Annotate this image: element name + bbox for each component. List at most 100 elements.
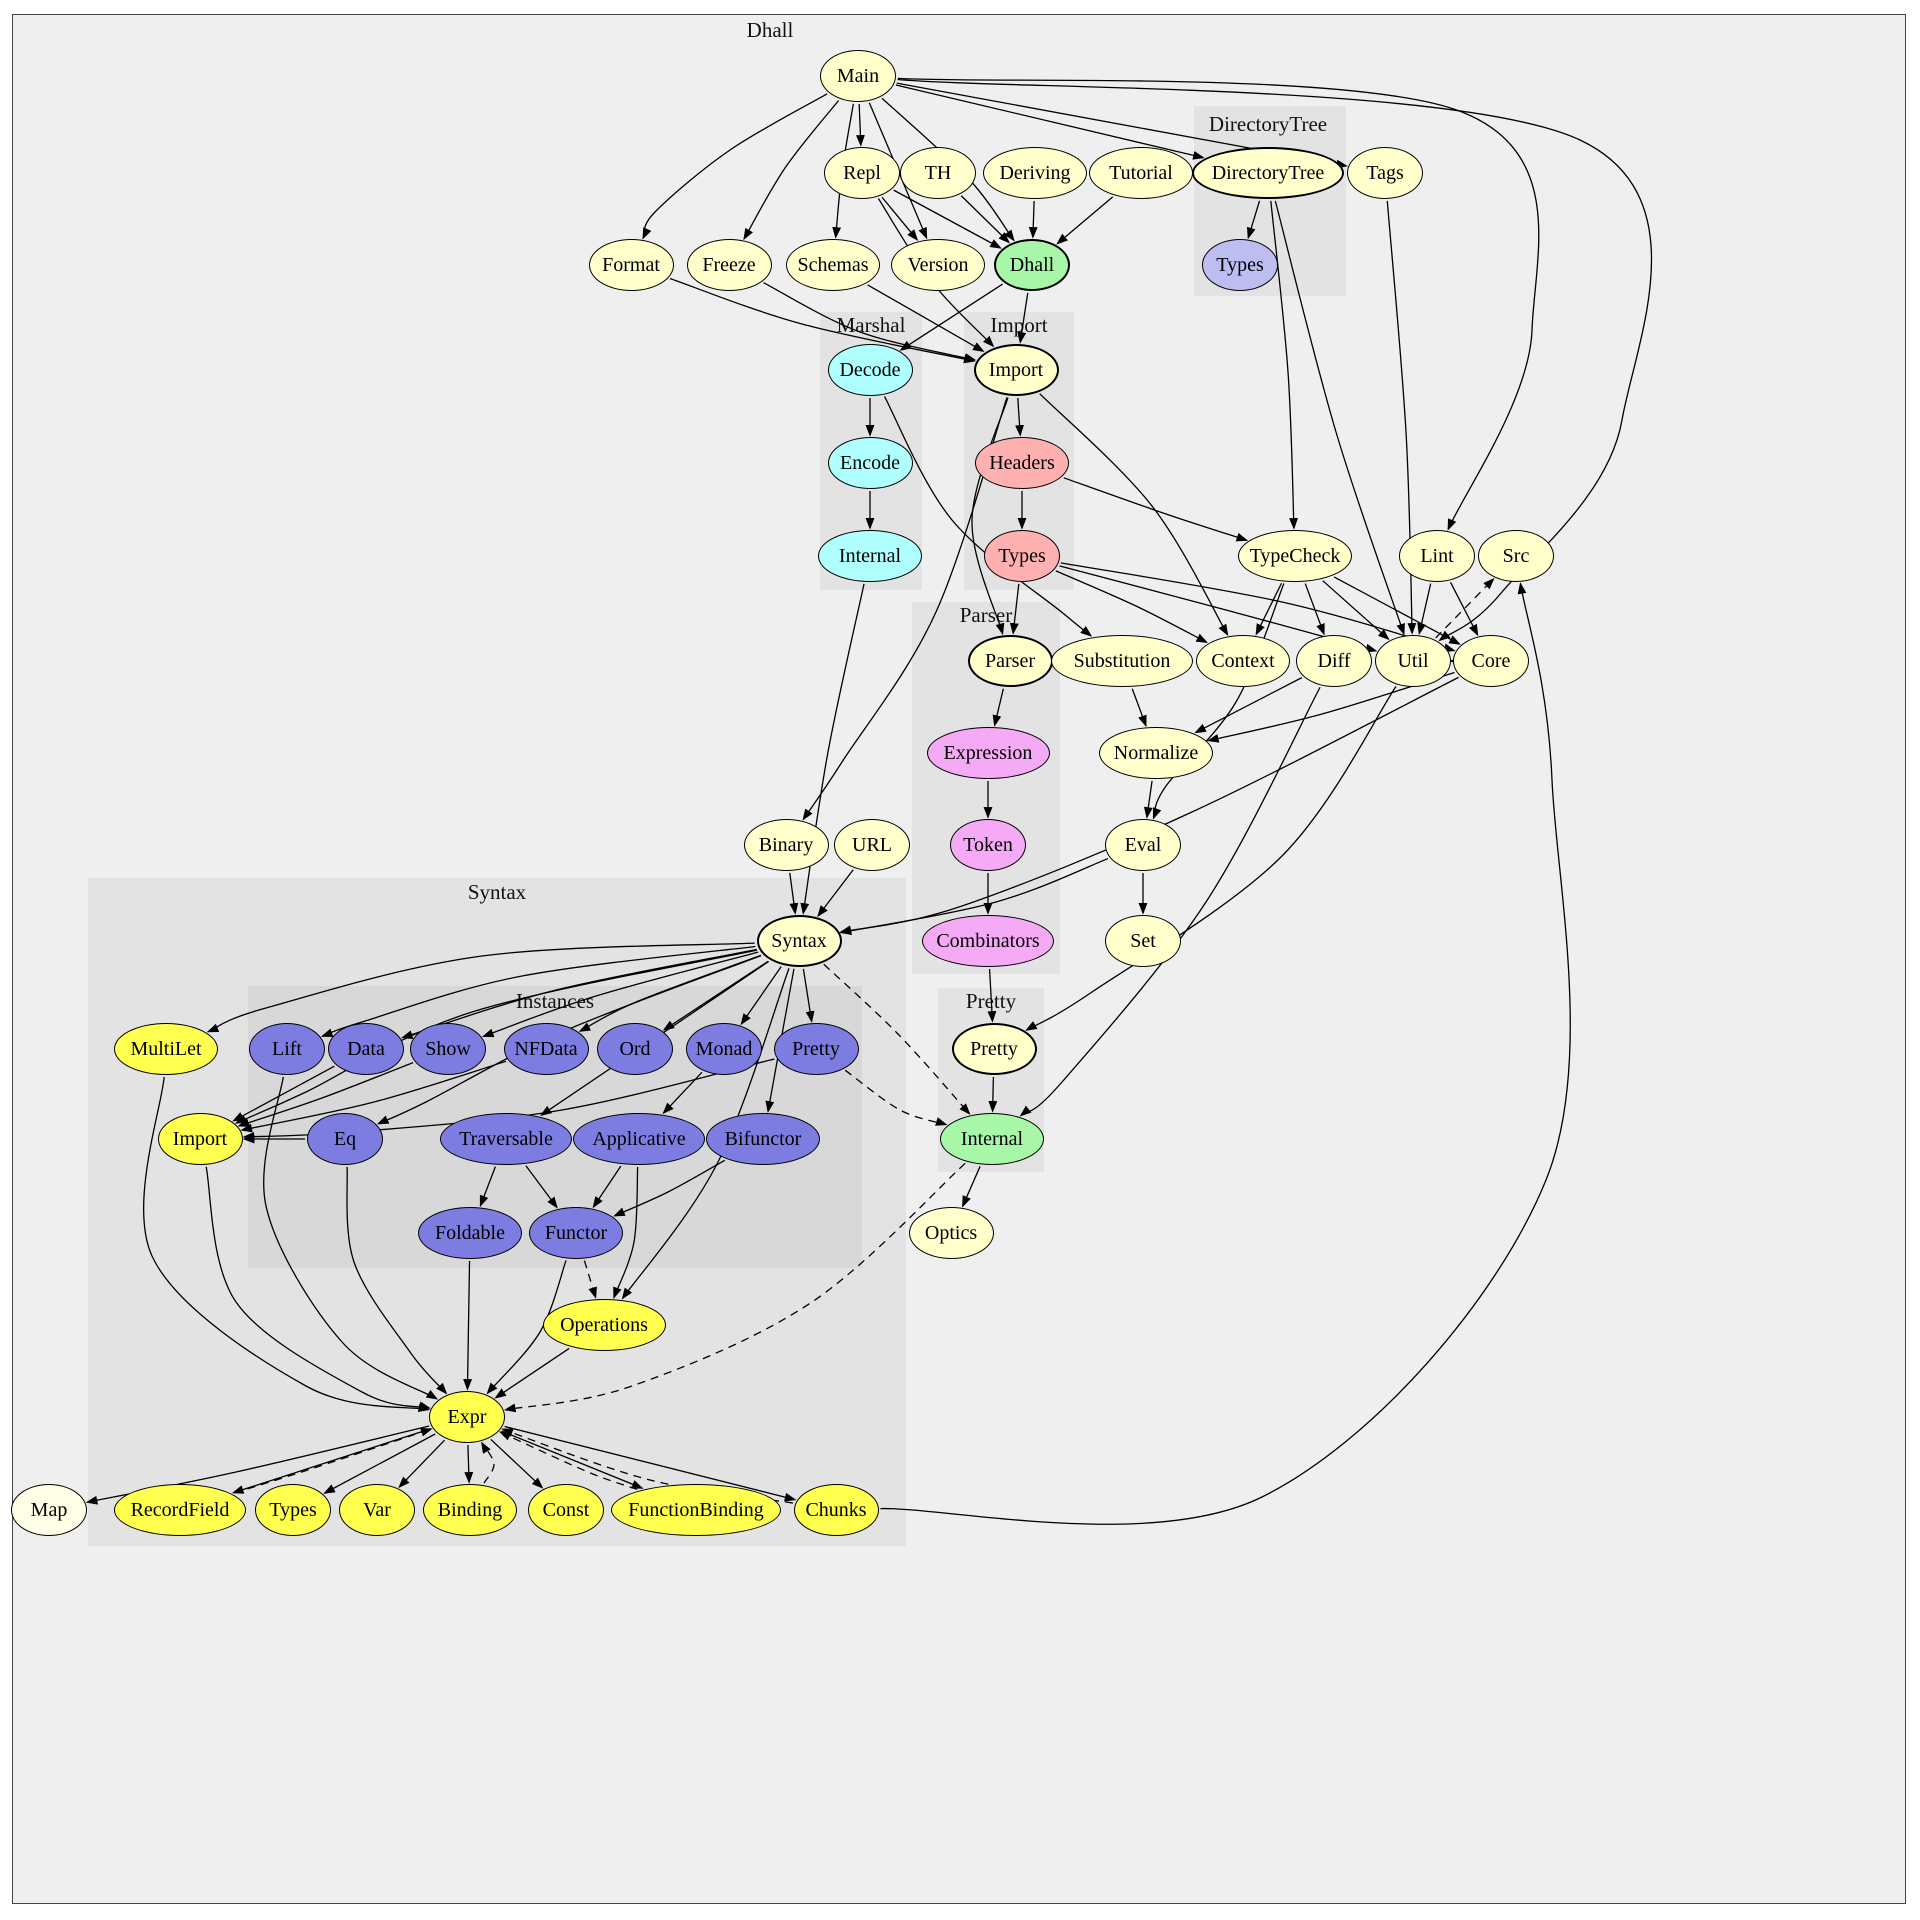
edge-operations-expr <box>494 1347 570 1399</box>
node-schemas: Schemas <box>785 239 881 291</box>
node-operations: Operations <box>542 1299 666 1351</box>
node-lift: Lift <box>249 1023 325 1075</box>
node-import_types: Types <box>984 530 1060 582</box>
node-syn_import: Import <box>157 1113 243 1165</box>
edge-main-repl <box>855 103 865 147</box>
edge-main-directorytree <box>895 84 1205 160</box>
node-expression: Expression <box>926 727 1050 779</box>
edge-format-import <box>669 277 976 364</box>
edge-headers-typecheck <box>1063 477 1249 542</box>
node-eq: Eq <box>307 1113 383 1165</box>
edge-dhall-import <box>1017 292 1029 344</box>
node-multilet: MultiLet <box>114 1023 218 1075</box>
edge-import-context <box>1039 393 1229 636</box>
node-foldable: Foldable <box>418 1207 522 1259</box>
edge-combinators-pretty <box>987 968 997 1023</box>
node-tutorial: Tutorial <box>1089 147 1193 199</box>
node-src: Src <box>1478 530 1554 582</box>
edge-expr-binding <box>464 1444 474 1484</box>
cluster-label-syntax_cluster: Syntax <box>467 880 527 904</box>
edge-expr-var <box>398 1439 446 1489</box>
node-pretty: Pretty <box>951 1023 1037 1075</box>
node-inst_pretty: Pretty <box>773 1023 859 1075</box>
node-ord: Ord <box>597 1023 673 1075</box>
node-decode: Decode <box>827 344 913 396</box>
edge-multilet-expr <box>143 1076 431 1413</box>
edge-foldable-expr <box>463 1260 473 1391</box>
node-show: Show <box>410 1023 486 1075</box>
edge-main-util <box>897 78 1653 642</box>
node-substitution: Substitution <box>1051 635 1193 687</box>
edge-typecheck-util <box>1322 580 1390 641</box>
node-main: Main <box>820 50 896 102</box>
edge-repl-version <box>881 196 919 242</box>
edge-main-format <box>642 93 828 240</box>
node-bifunctor: Bifunctor <box>706 1113 820 1165</box>
edge-schemas-import <box>867 284 985 353</box>
node-chunks: Chunks <box>793 1484 879 1536</box>
node-encode: Encode <box>827 437 913 489</box>
edge-syn_import-expr <box>205 1166 431 1411</box>
edge-import_types-context <box>1055 570 1209 644</box>
node-pretty_internal: Internal <box>940 1113 1044 1165</box>
edge-lift-expr <box>263 1076 439 1400</box>
node-map: Map <box>11 1484 87 1536</box>
edge-typecheck-eval <box>1152 583 1285 820</box>
edge-substitution-normalize <box>1131 688 1147 728</box>
node-directorytree: DirectoryTree <box>1192 147 1344 199</box>
node-nfdata: NFData <box>503 1023 589 1075</box>
node-import: Import <box>973 344 1059 396</box>
edge-expr-functionbinding <box>501 1430 644 1489</box>
edge-parser-expression <box>992 688 1005 727</box>
edge-typecheck-context <box>1255 582 1283 636</box>
node-recordfield: RecordField <box>113 1484 247 1536</box>
edge-recordfield-expr <box>234 1427 433 1494</box>
edge-functor-expr <box>486 1260 567 1395</box>
edge-lint-util <box>1417 583 1432 636</box>
node-binary: Binary <box>743 819 829 871</box>
edge-th-dhall <box>960 195 1010 244</box>
edge-syntax-pretty_internal <box>823 963 971 1115</box>
edge-typecheck-diff <box>1304 583 1325 636</box>
edge-directorytree-dt_types <box>1246 200 1261 240</box>
node-set: Set <box>1105 915 1181 967</box>
node-expr: Expr <box>429 1391 505 1443</box>
node-repl: Repl <box>824 147 900 199</box>
edge-pretty-pretty_internal <box>988 1076 998 1113</box>
node-util: Util <box>1375 635 1451 687</box>
edge-applicative-operations <box>613 1166 639 1300</box>
edge-tutorial-dhall <box>1056 196 1114 245</box>
edge-monad-applicative <box>662 1071 703 1115</box>
node-optics: Optics <box>908 1207 994 1259</box>
cluster-label-directorytree: DirectoryTree <box>1208 112 1328 136</box>
node-applicative: Applicative <box>572 1113 706 1165</box>
node-dhall: Dhall <box>994 239 1070 291</box>
edge-bifunctor-functor <box>613 1159 726 1217</box>
edge-import_types-parser <box>1009 583 1020 635</box>
node-functor: Functor <box>528 1207 624 1259</box>
node-th: TH <box>900 147 976 199</box>
edge-freeze-import <box>763 282 977 362</box>
edge-traversable-foldable <box>479 1166 497 1208</box>
edge-diff-normalize <box>1194 677 1303 734</box>
edge-functor-operations <box>583 1260 597 1299</box>
node-functionbinding: FunctionBinding <box>610 1484 782 1536</box>
edge-directorytree-typecheck <box>1270 200 1298 530</box>
edge-decode-substitution <box>883 396 1093 637</box>
edge-expr-const <box>490 1438 544 1489</box>
edge-lint-core <box>1449 582 1479 637</box>
edge-binding-expr <box>481 1441 495 1484</box>
edge-import-headers <box>1015 397 1024 437</box>
edge-eq-expr <box>346 1166 448 1395</box>
edge-traversable-functor <box>525 1165 558 1209</box>
node-tags: Tags <box>1347 147 1423 199</box>
edge-syntax-operations <box>621 968 790 1300</box>
edge-util-pretty <box>1025 685 1397 1031</box>
node-data: Data <box>328 1023 404 1075</box>
node-typecheck: TypeCheck <box>1238 530 1352 582</box>
edge-typecheck-core <box>1333 576 1461 645</box>
node-dt_types: Types <box>1202 239 1278 291</box>
edge-repl-dhall <box>893 189 1002 249</box>
edge-directorytree-util <box>1274 200 1405 636</box>
node-core: Core <box>1453 635 1529 687</box>
